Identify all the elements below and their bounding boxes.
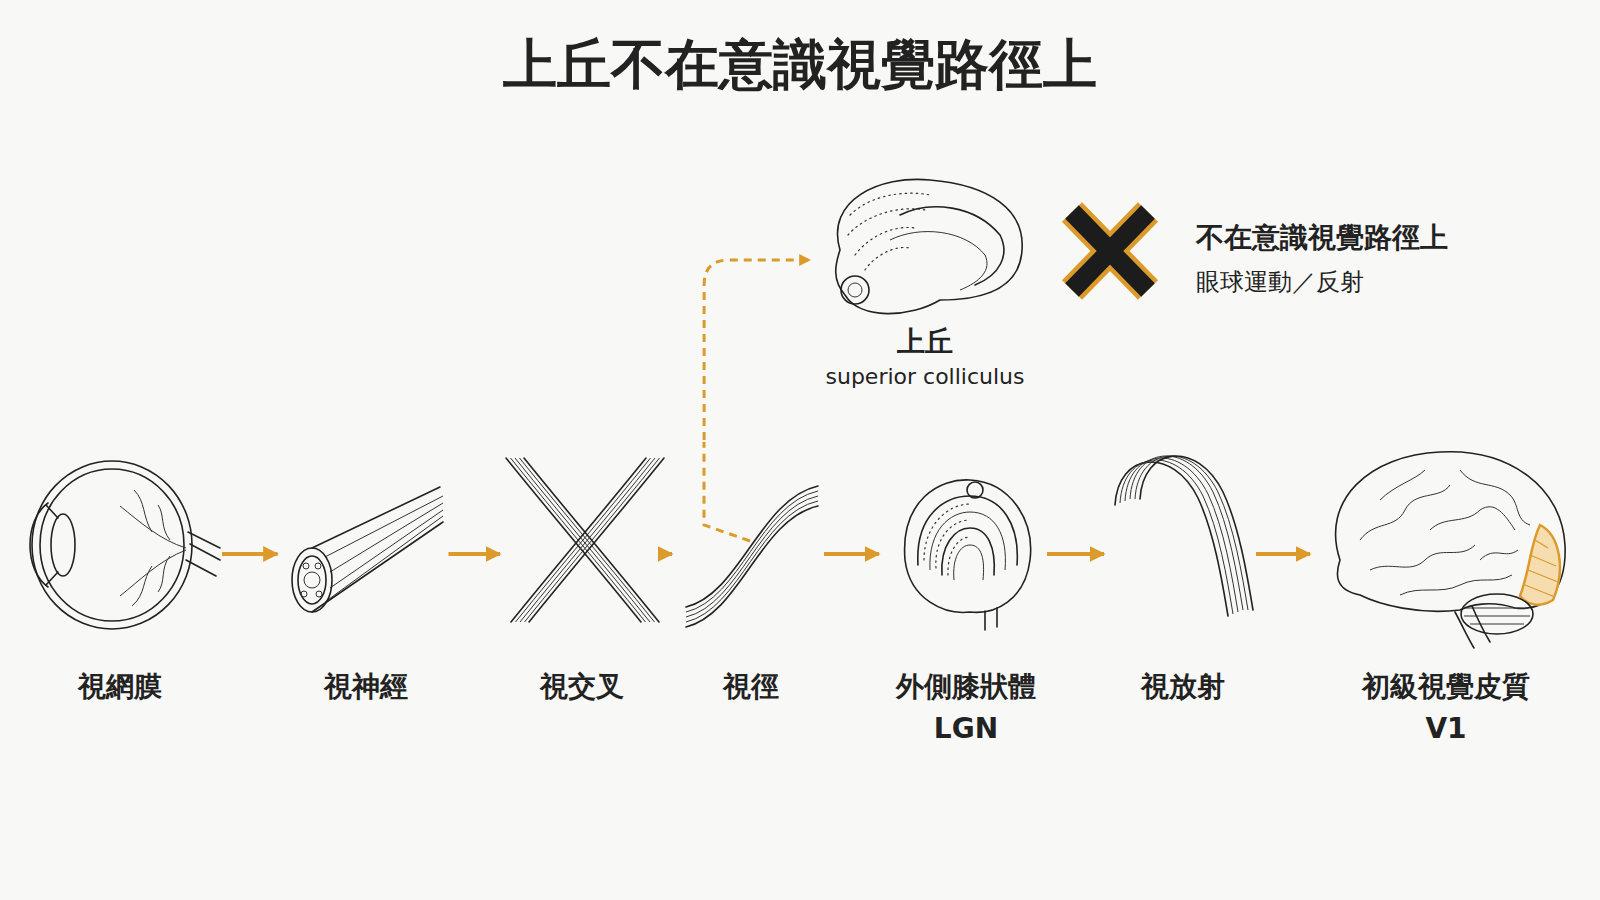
pathway-node: 視網膜 bbox=[24, 440, 216, 708]
lgn-illustration bbox=[905, 480, 1031, 630]
node-label: 視神經 bbox=[324, 666, 408, 708]
brain-illustration bbox=[1336, 452, 1566, 648]
optic-radiation-illustration bbox=[1115, 456, 1253, 616]
node-label: 初級視覺皮質 bbox=[1362, 666, 1530, 708]
cross-mark bbox=[1072, 212, 1148, 290]
node-label: 外側膝狀體 bbox=[896, 666, 1036, 708]
dashed-arrow bbox=[704, 260, 810, 440]
note-text: 眼球運動／反射 bbox=[1196, 266, 1364, 300]
superior-colliculus-illustration bbox=[836, 179, 1022, 313]
flow-arrow bbox=[222, 552, 278, 556]
node-label: 視徑 bbox=[723, 666, 779, 708]
node-label: 視交叉 bbox=[540, 666, 624, 708]
pathway-node: 視交叉 bbox=[512, 440, 652, 708]
pathway-node: 外側膝狀體LGN bbox=[891, 440, 1041, 750]
node-sublabel: LGN bbox=[934, 708, 998, 750]
diagram-title: 上丘不在意識視覺路徑上 bbox=[0, 30, 1600, 100]
pathway-node: 視徑 bbox=[684, 440, 818, 708]
node-label: 上丘 bbox=[897, 321, 953, 363]
node-label: 視放射 bbox=[1141, 666, 1225, 708]
pathway-node: 視放射 bbox=[1116, 440, 1250, 708]
flow-arrow bbox=[824, 552, 879, 556]
optic-chiasm-illustration bbox=[506, 458, 664, 622]
flow-arrow bbox=[449, 552, 501, 556]
optic-tract-illustration bbox=[686, 442, 818, 627]
node-sublabel: V1 bbox=[1425, 708, 1466, 750]
pathway-node: 上丘superior colliculus bbox=[820, 173, 1030, 392]
note-heading: 不在意識視覺路徑上 bbox=[1196, 218, 1448, 257]
flow-arrow bbox=[1047, 552, 1104, 556]
node-sublabel: superior colliculus bbox=[825, 363, 1024, 392]
eye-illustration bbox=[30, 461, 220, 629]
optic-nerve-illustration bbox=[292, 487, 443, 612]
flow-arrow bbox=[1256, 552, 1310, 556]
flow-arrow bbox=[658, 552, 672, 556]
pathway-node: 初級視覺皮質V1 bbox=[1322, 440, 1570, 750]
node-label: 視網膜 bbox=[78, 666, 162, 708]
pathway-node: 視神經 bbox=[290, 440, 443, 708]
